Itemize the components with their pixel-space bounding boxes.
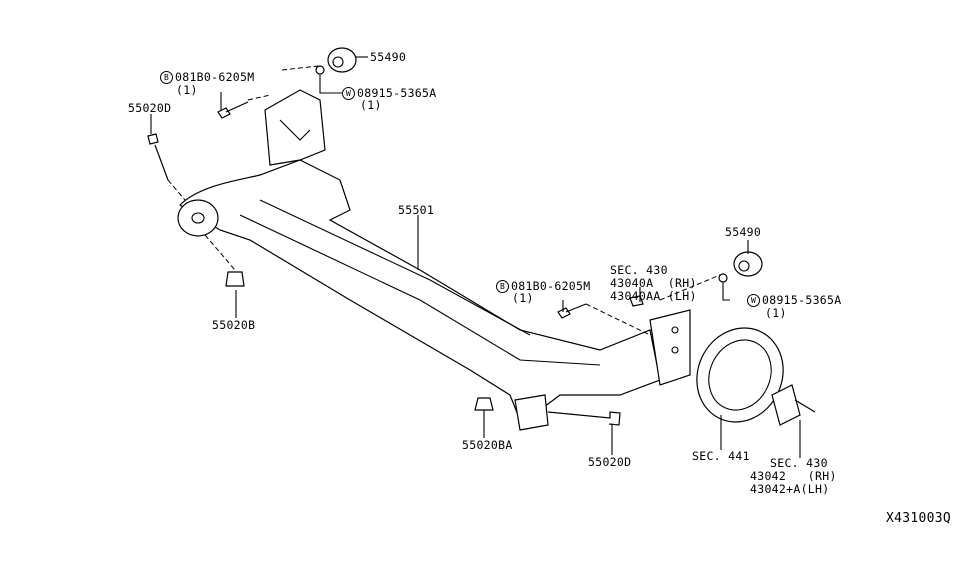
bushing-55490-top [327,47,357,73]
label-55020D-right: 55020D [588,455,632,469]
bushing-55490-right [733,251,763,277]
part-number: 08915-5365A [762,293,842,307]
label-55020D-left: 55020D [128,101,172,115]
nut-55020BA [474,397,494,411]
part-number: 08915-5365A [357,86,437,100]
label-bolt-b-top-qty: (1) [176,83,198,97]
label-55490-top: 55490 [370,50,407,64]
bolt-b-right [557,303,587,319]
bolt-55020D-right [547,411,621,426]
w-symbol-icon: W [342,87,355,100]
w-symbol-icon: W [747,294,760,307]
label-sec430-lower-lh: 43042+A(LH) [750,482,830,496]
label-sec430-lower-title: SEC. 430 [770,456,828,470]
bolt-b-top [217,101,249,119]
washer-top [315,65,325,75]
bolt-55020D-left [147,133,169,181]
washer-right [718,273,728,283]
b-symbol-icon: B [496,280,509,293]
part-number: 081B0-6205M [175,70,255,84]
rear-axle-beam [177,89,691,431]
axle-hub [771,384,816,426]
label-sec430-upper-title: SEC. 430 [610,263,668,277]
label-sec441: SEC. 441 [692,449,750,463]
nut-55020B [225,271,245,287]
label-55020BA: 55020BA [462,438,513,452]
label-sec430-upper-lh: 43040AA (LH) [610,289,697,303]
label-sec430-upper-rh: 43040A (RH) [610,276,697,290]
label-washer-w-right-qty: (1) [765,306,787,320]
label-washer-w-top-qty: (1) [360,98,382,112]
label-bolt-b-right-qty: (1) [512,291,534,305]
label-55501: 55501 [398,203,435,217]
label-55020B: 55020B [212,318,256,332]
diagram-id: X431003Q [886,511,952,526]
b-symbol-icon: B [160,71,173,84]
part-number: 081B0-6205M [511,279,591,293]
label-sec430-lower-rh: 43042 (RH) [750,469,837,483]
label-55490-right: 55490 [725,225,762,239]
